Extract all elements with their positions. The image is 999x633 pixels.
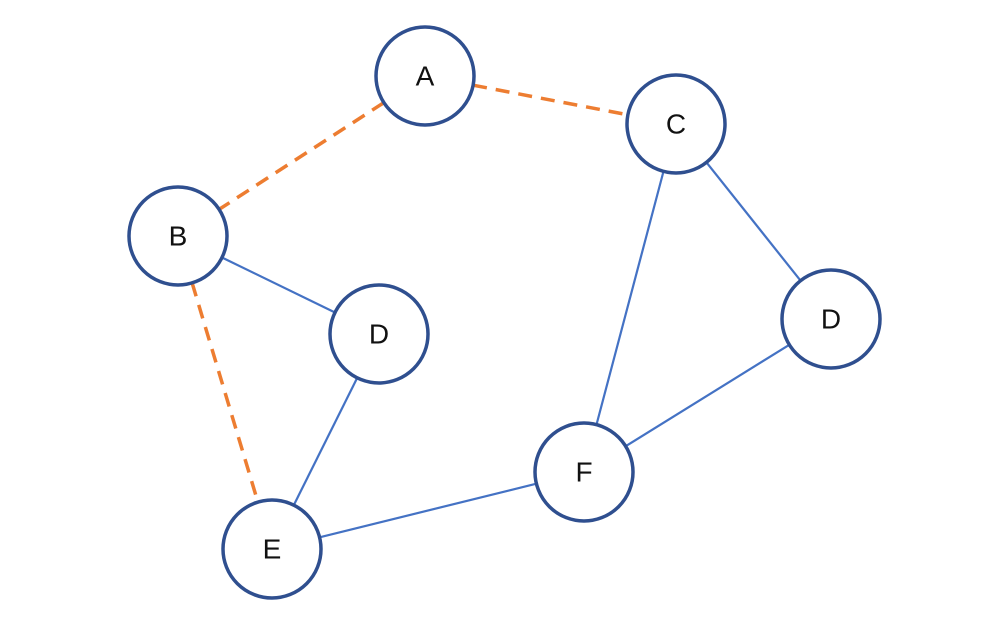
node-d1: D [328,283,430,385]
nodes-layer: A C B D D F E [127,25,882,600]
node-label: E [263,534,282,565]
node-circle [780,268,882,370]
edges-layer [190,83,802,539]
node-label: D [821,304,841,335]
edge-e-f [319,482,537,539]
edge-c-f [595,171,665,425]
edge-d1-e [292,377,359,506]
node-circle [221,498,323,600]
edge-c-d2 [705,161,802,282]
node-a: A [374,25,476,127]
edge-d2-f [625,343,790,448]
node-label: B [169,221,188,252]
node-circle [533,421,635,523]
edge-a-b [218,101,385,211]
node-c: C [625,73,727,175]
node-label: F [575,457,592,488]
edge-b-d1 [221,256,336,314]
node-d2: D [780,268,882,370]
node-label: A [416,61,435,92]
edge-a-c [472,83,629,117]
node-circle [127,185,229,287]
node-circle [625,73,727,175]
node-label: C [666,109,686,140]
node-label: D [369,319,389,350]
node-f: F [533,421,635,523]
node-circle [328,283,430,385]
node-b: B [127,185,229,287]
edge-b-e [190,282,260,503]
node-e: E [221,498,323,600]
node-circle [374,25,476,127]
